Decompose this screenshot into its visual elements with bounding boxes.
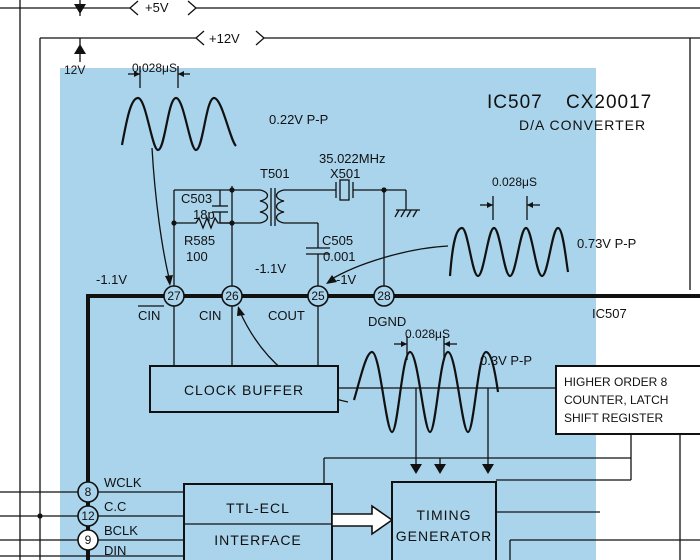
pin-8-number: 8 — [85, 485, 92, 499]
ic-right-ref: IC507 — [592, 306, 627, 321]
plus12v-label: +12V — [209, 31, 240, 46]
ic-description: D/A CONVERTER — [519, 117, 646, 133]
crystal-frequency: 35.022MHz — [319, 151, 385, 166]
voltage-pin27: -1.1V — [96, 272, 127, 287]
pin-28-label: DGND — [368, 314, 406, 329]
pin-28-number: 28 — [377, 289, 391, 303]
clock-buffer-wires — [173, 306, 560, 389]
pin-25-label: COUT — [268, 308, 305, 323]
waveform-1-period: 0.028μS — [132, 61, 177, 75]
crystal-ref: X501 — [330, 166, 360, 181]
t501-label: T501 — [260, 166, 290, 181]
oscillator-circuit — [171, 179, 420, 294]
cc-label: C.C — [104, 499, 126, 514]
waveform-2-amplitude: 0.73V P-P — [577, 236, 636, 251]
r585-label: R585 — [184, 233, 215, 248]
higher-order-block — [555, 365, 700, 435]
ic-ref: IC507 — [487, 92, 543, 113]
clock-buffer-label: CLOCK BUFFER — [184, 382, 304, 398]
pin-27-label: CIN — [138, 308, 160, 323]
bclk-label: BCLK — [104, 523, 138, 538]
ic-part: CX20017 — [566, 92, 652, 113]
ttl-ecl-interface-block — [183, 483, 333, 560]
c505-value: 0.001 — [323, 249, 356, 264]
ttl-ecl-label: TTL-ECL — [226, 500, 290, 516]
waveform-2-period: 0.028μS — [492, 175, 537, 189]
c503-value: 18p — [193, 207, 215, 222]
c505-label: C505 — [322, 233, 353, 248]
pin-27-number: 27 — [167, 289, 181, 303]
pin-12: 12 — [77, 505, 99, 527]
timing-label: TIMING — [417, 507, 472, 523]
wclk-label: WCLK — [104, 475, 142, 490]
generator-label: GENERATOR — [396, 528, 492, 544]
timing-generator-block — [391, 481, 497, 560]
pin-26-label: CIN — [199, 308, 221, 323]
waveform-1-amplitude: 0.22V P-P — [269, 112, 328, 127]
pin-8: 8 — [77, 481, 99, 503]
din-label: DIN — [104, 543, 126, 558]
waveform-2 — [448, 196, 570, 278]
plus5v-label: +5V — [145, 0, 169, 15]
pin-26-number: 26 — [225, 289, 239, 303]
pin-9-number: 9 — [85, 533, 92, 547]
higher-order-line3: SHIFT REGISTER — [564, 411, 663, 425]
timing-wires — [323, 388, 700, 560]
c503-label: C503 — [181, 191, 212, 206]
pin-12-number: 12 — [81, 509, 95, 523]
ic507-region — [60, 68, 596, 560]
waveform-1 — [120, 66, 237, 152]
waveform-3 — [352, 336, 500, 434]
pin-27: 27 — [163, 285, 185, 307]
pin-28: 28 — [373, 285, 395, 307]
waveform-3-amplitude: 0.3V P-P — [480, 353, 532, 368]
waveform-3-period: 0.028μS — [405, 327, 450, 341]
interface-label: INTERFACE — [214, 532, 302, 548]
pin-9: 9 — [77, 529, 99, 551]
r585-value: 100 — [186, 249, 208, 264]
pin-25-number: 25 — [311, 289, 325, 303]
pin-25: 25 — [307, 285, 329, 307]
higher-order-line1: HIGHER ORDER 8 — [564, 375, 668, 389]
left-12v-label: 12V — [64, 63, 85, 77]
clock-buffer-block — [149, 365, 339, 413]
interface-to-timing-arrow — [331, 504, 394, 536]
voltage-pin26: -1.1V — [255, 261, 286, 276]
higher-order-line2: COUNTER, LATCH — [564, 393, 668, 407]
voltage-pin25: -1V — [336, 272, 357, 287]
pin-26: 26 — [221, 285, 243, 307]
